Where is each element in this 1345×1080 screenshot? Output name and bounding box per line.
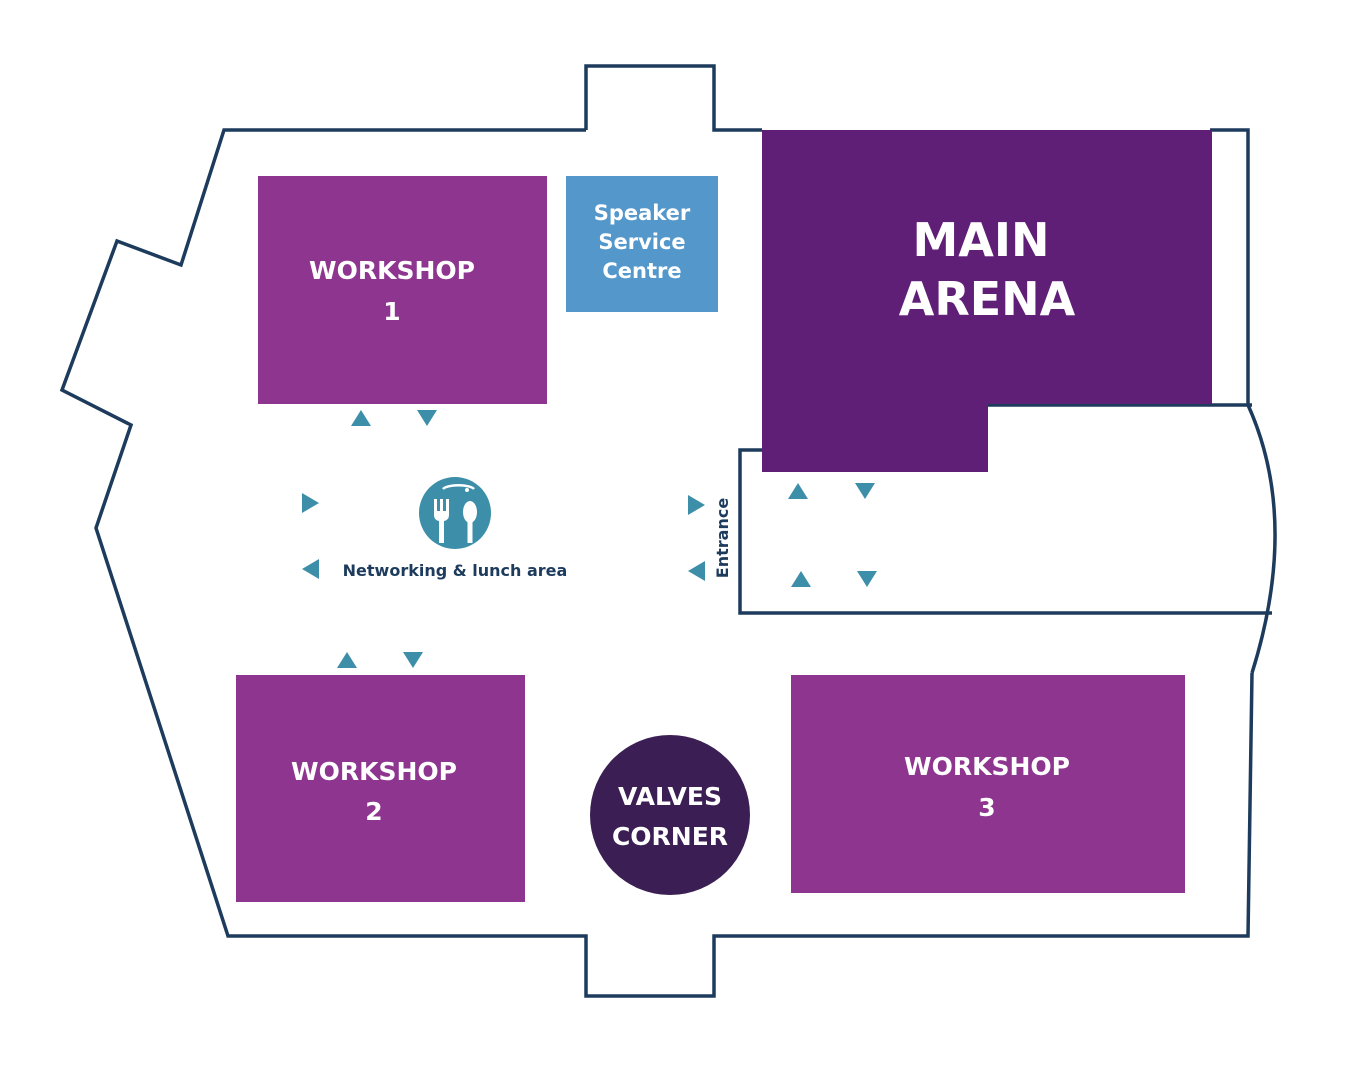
speaker-service-area — [566, 176, 718, 312]
entrance-label: Entrance — [713, 498, 732, 579]
room-workshop-1[interactable]: WORKSHOP 1 — [258, 176, 547, 404]
valves-corner-line2: CORNER — [612, 822, 728, 851]
workshop-1-label: WORKSHOP — [309, 256, 475, 285]
room-main-arena[interactable]: MAIN ARENA — [762, 130, 1212, 472]
workshop-1-area — [258, 176, 547, 404]
main-arena-line1: MAIN — [913, 213, 1050, 267]
valves-corner-line1: VALVES — [618, 782, 722, 811]
networking-label: Networking & lunch area — [343, 561, 568, 580]
triangle-left-icon — [302, 559, 319, 579]
triangle-right-icon — [302, 493, 319, 513]
triangle-down-icon — [403, 652, 423, 668]
triangle-up-icon — [791, 571, 811, 587]
room-workshop-2[interactable]: WORKSHOP 2 — [236, 675, 525, 902]
building-outline-west — [59, 128, 1254, 998]
speaker-service-line1: Speaker — [594, 201, 691, 225]
triangle-right-icon — [688, 495, 705, 515]
networking-lunch-area[interactable]: Networking & lunch area — [343, 477, 568, 580]
speaker-service-line2: Service — [598, 230, 685, 254]
fork-and-spoon-icon — [419, 477, 491, 549]
building-outline-east — [1210, 128, 1250, 405]
direction-arrows — [302, 410, 877, 668]
main-arena-area — [762, 130, 1212, 472]
workshop-3-number: 3 — [978, 793, 995, 822]
speaker-service-line3: Centre — [602, 259, 681, 283]
triangle-left-icon — [688, 561, 705, 581]
workshop-1-number: 1 — [383, 297, 400, 326]
room-speaker-service-centre[interactable]: Speaker Service Centre — [566, 176, 718, 312]
main-arena-line2: ARENA — [899, 272, 1076, 326]
triangle-down-icon — [857, 571, 877, 587]
triangle-down-icon — [855, 483, 875, 499]
workshop-2-label: WORKSHOP — [291, 757, 457, 786]
triangle-down-icon — [417, 410, 437, 426]
entrance-corridor-outline — [738, 448, 1272, 615]
workshop-2-number: 2 — [365, 797, 382, 826]
room-valves-corner[interactable]: VALVES CORNER — [590, 735, 750, 895]
triangle-up-icon — [788, 483, 808, 499]
workshop-2-area — [236, 675, 525, 902]
triangle-up-icon — [337, 652, 357, 668]
triangle-up-icon — [351, 410, 371, 426]
room-workshop-3[interactable]: WORKSHOP 3 — [791, 675, 1185, 893]
building-outline — [584, 64, 762, 132]
workshop-3-label: WORKSHOP — [904, 752, 1070, 781]
valves-corner-area — [590, 735, 750, 895]
building-outline-curve — [1246, 404, 1277, 674]
workshop-3-area — [791, 675, 1185, 893]
